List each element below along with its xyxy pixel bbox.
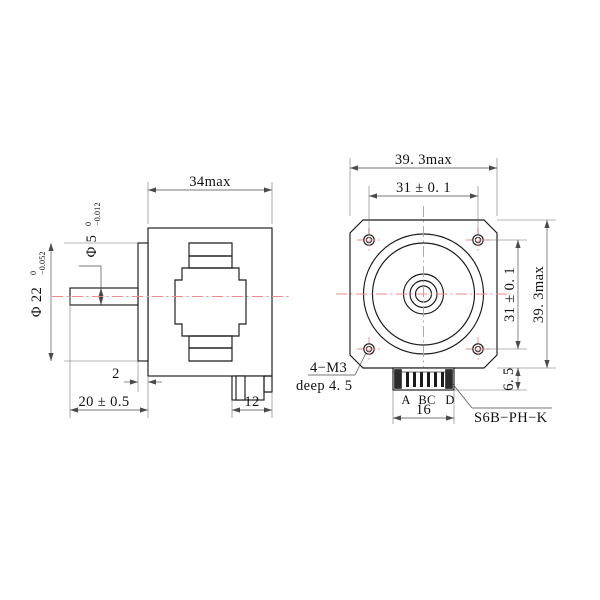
front-connector: [392, 367, 455, 391]
dim-text-shaft-step: 2: [112, 366, 120, 382]
arrow-12-right: [264, 407, 272, 413]
dim-text-shaft-diameter: Φ 5: [84, 235, 100, 258]
side-motor-body: [147, 227, 273, 377]
dim-text-front-height-overall: 39. 3max: [531, 266, 547, 324]
arrow-31w-left: [369, 193, 377, 199]
arrow-393w-right: [489, 165, 497, 171]
arrow-31w-right: [470, 193, 478, 199]
leader-line-thread-callout: [354, 352, 367, 376]
connector-pin-label-d: D: [445, 393, 454, 407]
arrow-20-left: [70, 407, 78, 413]
connector-pin-2: [413, 372, 416, 387]
dim-text-side-connector-width: 12: [244, 394, 259, 410]
dim-text-pilot-tol-upper: 0: [29, 271, 38, 275]
annotation-thread-callout-line1: 4−M3: [310, 360, 347, 376]
arrow-16-right: [446, 415, 454, 421]
dim-text-front-width-overall: 39. 3max: [395, 152, 453, 168]
arrow-16-left: [393, 415, 401, 421]
dim-text-pilot-tol-lower: −0.052: [38, 251, 47, 275]
side-stack-bot-band: [188, 347, 233, 362]
dim-text-front-connector-width: 16: [416, 402, 431, 418]
dim-text-front-bolt-width: 31 ± 0. 1: [396, 180, 451, 196]
connector-pin-1: [406, 372, 409, 387]
arrow-31h-top: [515, 240, 521, 248]
arrow-34-right: [264, 187, 272, 193]
arrow-65-top: [515, 368, 521, 376]
dim-text-shaft-tol-lower: −0.012: [93, 202, 102, 226]
dim-label-shaft-diameter: Φ 5 0 −0.012: [84, 202, 102, 257]
arrow-phi5-top: [98, 288, 104, 296]
dim-text-pilot-diameter: Φ 22: [29, 287, 45, 317]
arrow-phi5-bot: [98, 297, 104, 305]
arrow-phi22-top: [48, 243, 54, 251]
annotation-thread-callout-line2: deep 4. 5: [296, 378, 352, 394]
arrow-phi22-bot: [48, 353, 54, 361]
connector-pin-label-bc: BC: [418, 393, 435, 407]
side-connector-block: [235, 375, 246, 401]
connector-shell: [392, 367, 455, 391]
connector-pin-4: [427, 372, 430, 387]
dim-label-pilot-diameter: Φ 22 0 −0.052: [29, 251, 47, 317]
arrow-393w-left: [350, 165, 358, 171]
connector-pin-label-a: A: [401, 393, 410, 407]
arrow-31h-bot: [515, 341, 521, 349]
side-connector-tab: [263, 375, 273, 393]
front-mounting-hole-bottom-left: [357, 337, 381, 361]
front-mounting-hole-bottom-right: [466, 337, 490, 361]
connector-pin-3: [420, 372, 423, 387]
connector-left-block: [394, 369, 402, 389]
arrow-393h-bot: [544, 360, 550, 368]
side-front-endcap: [137, 242, 149, 362]
arrow-34-left: [148, 187, 156, 193]
leader-line-connector-callout: [451, 382, 473, 409]
arrow-2-left: [130, 379, 138, 385]
dim-text-front-bolt-height: 31 ± 0. 1: [502, 267, 518, 322]
side-elevation-view: 34max Φ 22 0 −0.052 Φ 5 0 −0.012: [29, 174, 292, 418]
front-face-view: A BC D 39. 3max 31 ± 0. 1 31 ± 0. 1: [296, 152, 556, 426]
arrow-12-left: [232, 407, 240, 413]
arrow-393h-top: [544, 220, 550, 228]
connector-pin-5: [434, 372, 437, 387]
dim-text-connector-height: 6. 5: [501, 367, 517, 390]
dim-text-shaft-length: 20 ± 0.5: [78, 394, 129, 410]
arrow-20-right: [140, 407, 148, 413]
arrow-2-right: [148, 379, 156, 385]
connector-pin-6: [441, 372, 444, 387]
dim-text-shaft-tol-upper: 0: [84, 222, 93, 226]
side-stack-core: [174, 267, 247, 337]
arrow-65-bot: [515, 382, 521, 390]
annotation-connector-part-number: S6B−PH−K: [474, 410, 548, 426]
connector-right-block: [445, 369, 453, 389]
dim-text-overall-length: 34max: [189, 174, 231, 190]
